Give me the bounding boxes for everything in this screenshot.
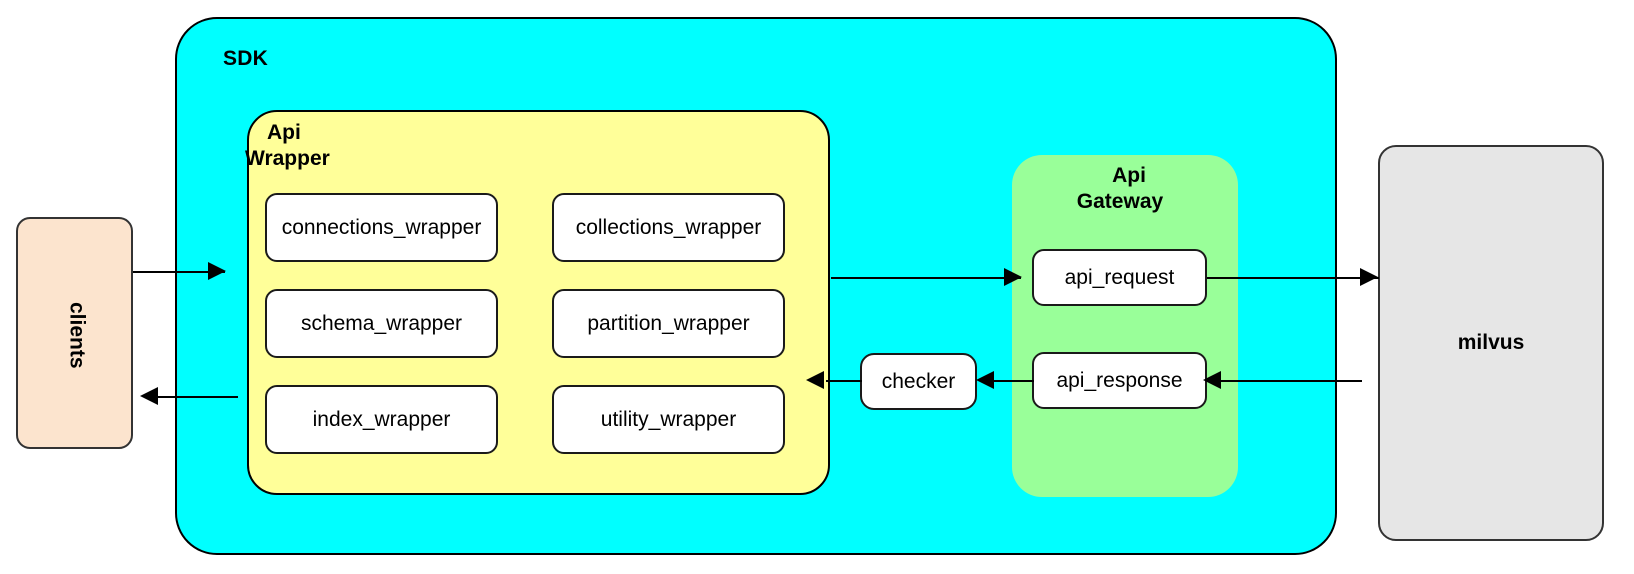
- arrowhead-milvus-to-response: [1203, 371, 1221, 389]
- connector-request-to-milvus: [1207, 277, 1379, 279]
- connector-milvus-to-response: [1207, 380, 1362, 382]
- connector-checker-to-wrapper: [826, 380, 862, 382]
- arrowhead-clients-to-sdk: [208, 262, 226, 280]
- arrowhead-response-to-checker: [976, 371, 994, 389]
- connector-clients-to-sdk: [133, 271, 225, 273]
- checker-box[interactable]: checker: [860, 353, 977, 410]
- connector-wrapper-to-request: [831, 277, 1021, 279]
- connector-sdk-to-clients: [146, 396, 238, 398]
- api-gateway-label: Api Gateway: [1034, 163, 1224, 214]
- wrapper-box-connections[interactable]: connections_wrapper: [265, 193, 498, 262]
- api-wrapper-label-line2: Wrapper: [245, 146, 330, 170]
- api-gateway-label-line1: Api: [1112, 164, 1146, 187]
- wrapper-box-schema[interactable]: schema_wrapper: [265, 289, 498, 358]
- clients-box[interactable]: clients: [16, 217, 133, 449]
- sdk-label: SDK: [223, 47, 268, 70]
- arrowhead-checker-to-wrapper: [806, 371, 824, 389]
- arrowhead-request-to-milvus: [1360, 268, 1378, 286]
- wrapper-box-collections[interactable]: collections_wrapper: [552, 193, 785, 262]
- wrapper-box-partition[interactable]: partition_wrapper: [552, 289, 785, 358]
- api-gateway-label-line2: Gateway: [1076, 189, 1164, 213]
- wrapper-box-utility[interactable]: utility_wrapper: [552, 385, 785, 454]
- api-wrapper-label-line1: Api: [267, 121, 301, 144]
- wrapper-box-index[interactable]: index_wrapper: [265, 385, 498, 454]
- connector-response-to-checker: [982, 380, 1034, 382]
- arrowhead-wrapper-to-request: [1004, 268, 1022, 286]
- clients-label: clients: [65, 301, 89, 369]
- gateway-box-api-response[interactable]: api_response: [1032, 352, 1207, 409]
- api-gateway-group: Api Gateway: [1012, 155, 1238, 497]
- milvus-box[interactable]: milvus: [1378, 145, 1604, 541]
- gateway-box-api-request[interactable]: api_request: [1032, 249, 1207, 306]
- arrowhead-sdk-to-clients: [140, 387, 158, 405]
- api-wrapper-label: Api Wrapper: [245, 120, 407, 171]
